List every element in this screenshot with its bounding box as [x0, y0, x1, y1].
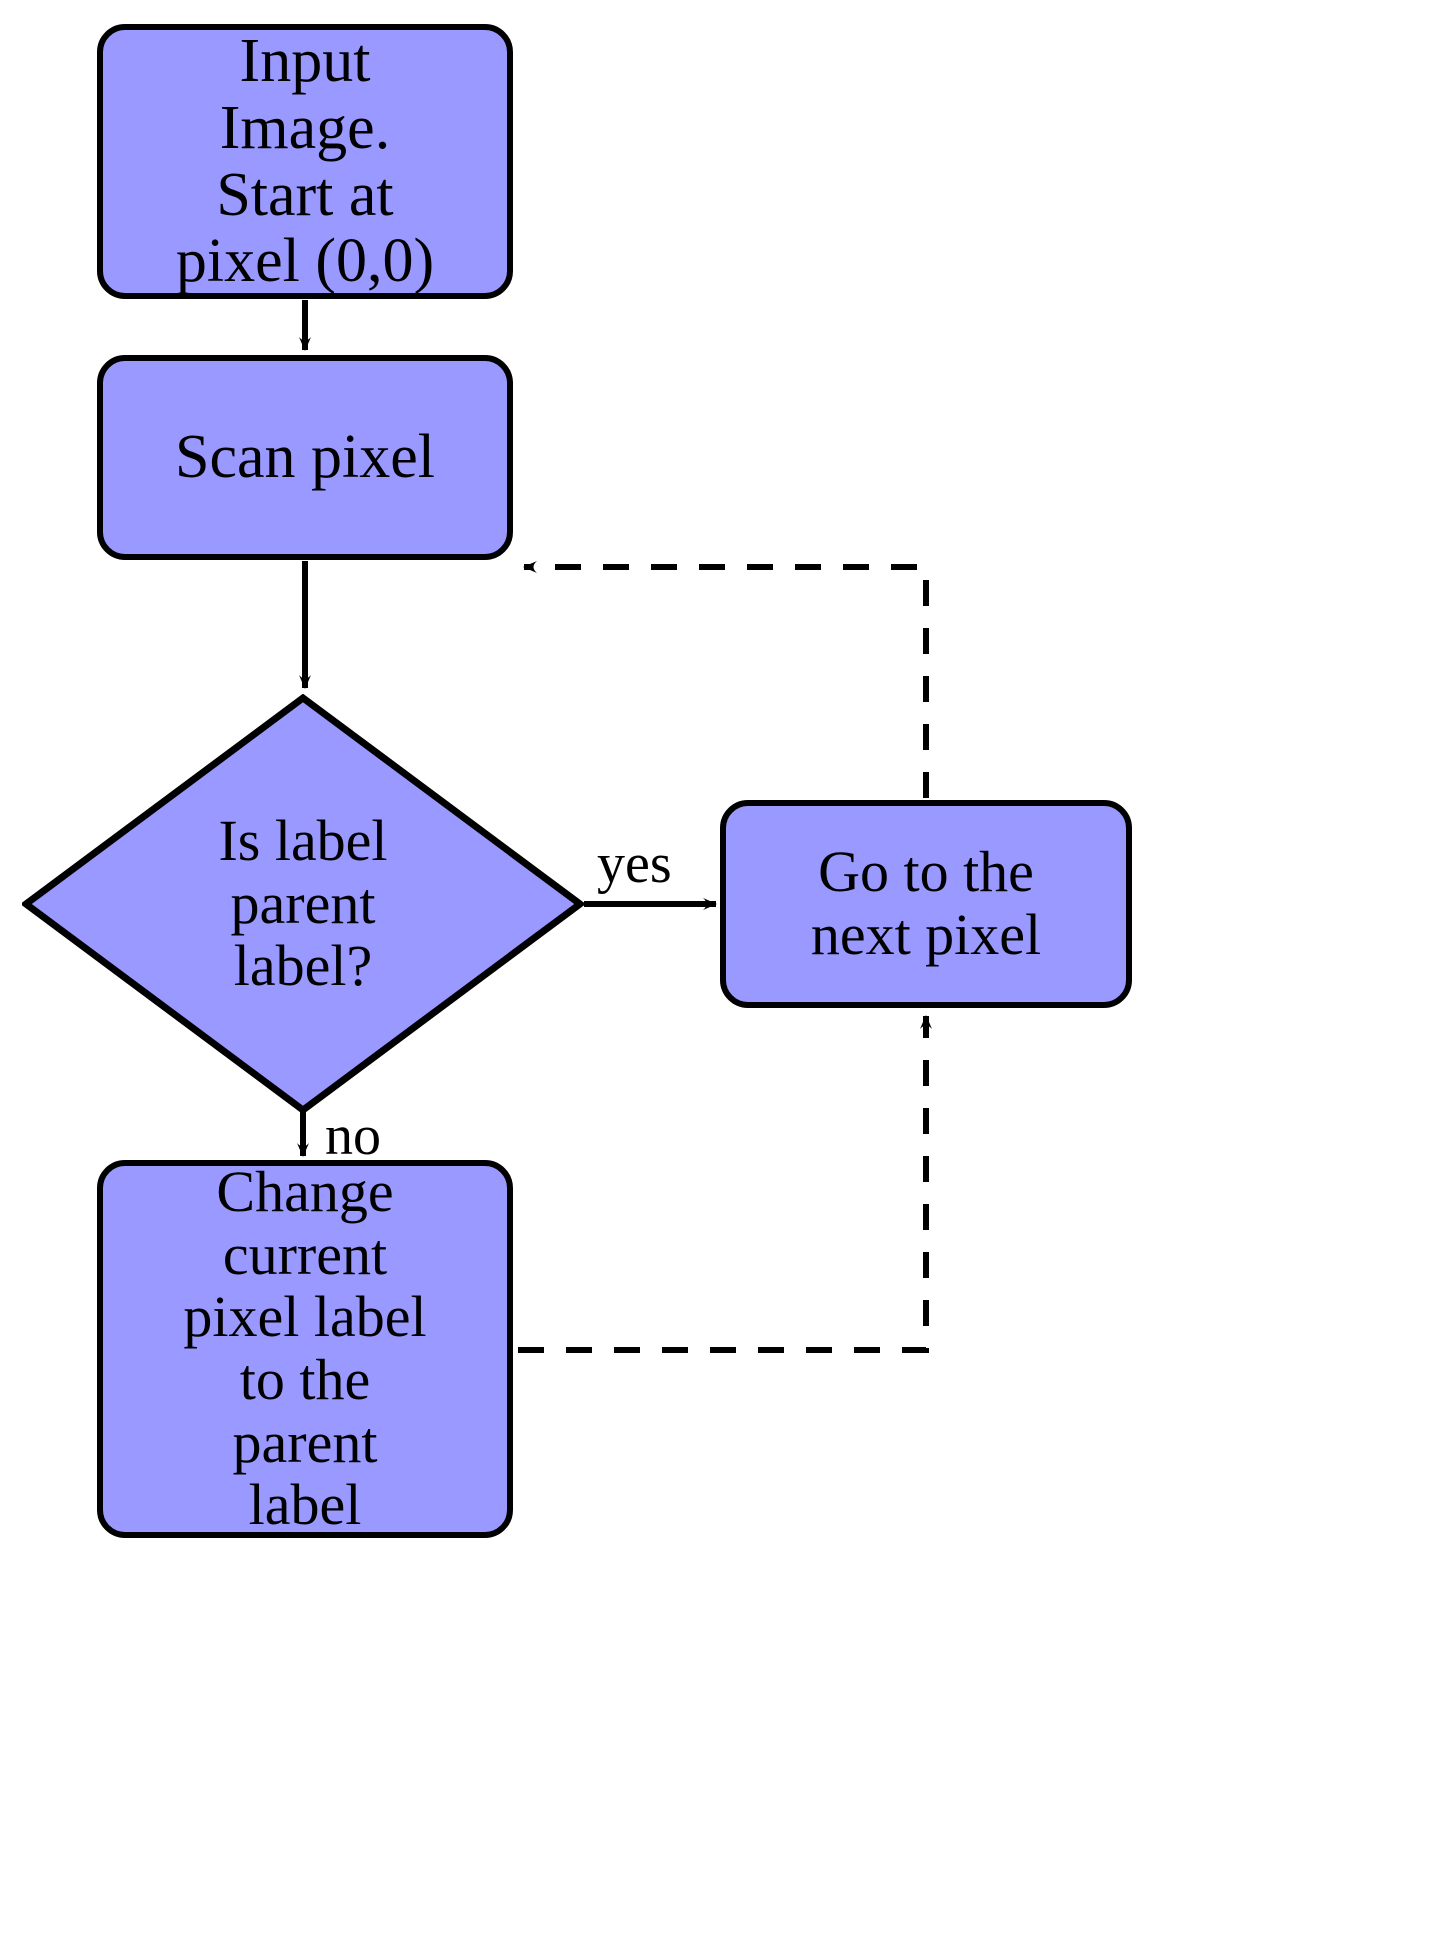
node-change-pixel-label-label: Change current pixel label to the parent…	[183, 1159, 427, 1538]
node-go-to-next-pixel[interactable]: Go to the next pixel	[720, 800, 1132, 1008]
node-change-pixel-label[interactable]: Change current pixel label to the parent…	[97, 1160, 513, 1538]
edge-label-yes: yes	[597, 833, 672, 895]
node-is-label-parent-label[interactable]: Is label parent label?	[22, 694, 584, 1114]
node-go-to-next-pixel-label: Go to the next pixel	[810, 839, 1042, 967]
node-scan-pixel-label: Scan pixel	[175, 423, 435, 492]
node-scan-pixel[interactable]: Scan pixel	[97, 355, 513, 560]
diamond-shape	[22, 694, 584, 1114]
node-input-image-label: Input Image. Start at pixel (0,0)	[175, 26, 435, 296]
edge-next-pixel-to-scan	[523, 561, 929, 798]
edge-label-no: no	[325, 1105, 381, 1167]
node-is-label-parent-label-label: Is label parent label?	[218, 808, 388, 999]
node-input-image[interactable]: Input Image. Start at pixel (0,0)	[97, 24, 513, 299]
